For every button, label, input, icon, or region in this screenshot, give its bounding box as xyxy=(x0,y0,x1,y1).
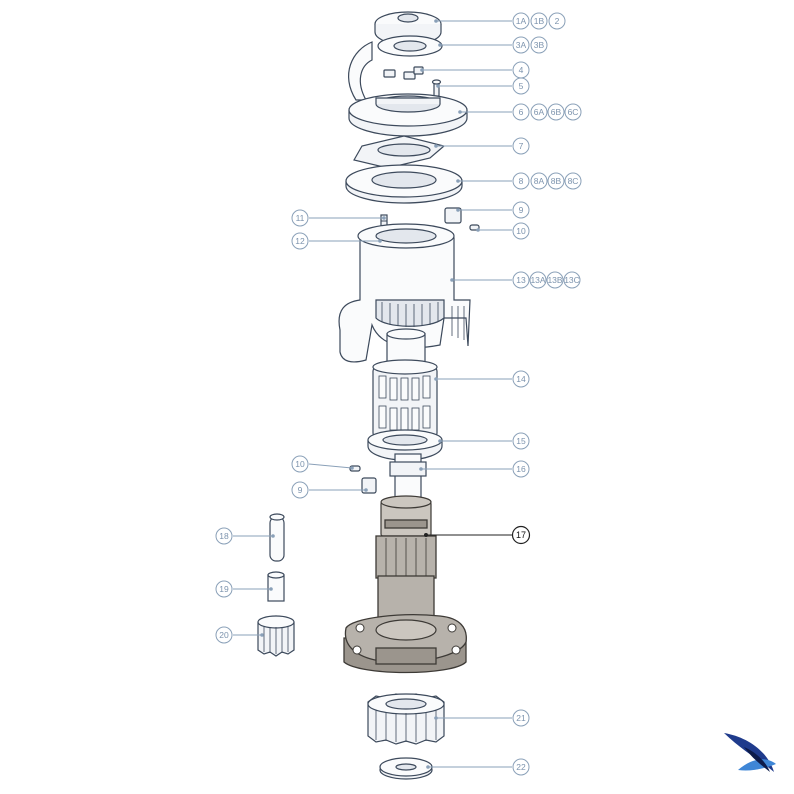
callout-3b[interactable]: 3B xyxy=(530,36,548,54)
sail-logo-icon xyxy=(724,733,776,772)
callout-6c[interactable]: 6C xyxy=(564,103,582,121)
callout-1a[interactable]: 1A xyxy=(512,12,530,30)
callout-5[interactable]: 5 xyxy=(512,77,530,95)
callout-9-top[interactable]: 9 xyxy=(512,201,530,219)
svg-text:22: 22 xyxy=(516,762,526,772)
callout-16[interactable]: 16 xyxy=(512,460,530,478)
svg-text:18: 18 xyxy=(219,531,229,541)
callouts: 1A 1B 2 3A 3B 4 5 6 6A 6B 6C 7 8 8A 8B 8… xyxy=(215,12,582,776)
svg-text:4: 4 xyxy=(519,65,524,75)
svg-text:13A: 13A xyxy=(530,275,545,285)
svg-text:9: 9 xyxy=(298,485,303,495)
pin-5 xyxy=(431,79,442,97)
callout-2[interactable]: 2 xyxy=(548,12,566,30)
svg-text:3A: 3A xyxy=(516,40,527,50)
washer-8 xyxy=(345,164,463,204)
svg-text:1A: 1A xyxy=(516,16,527,26)
callout-15[interactable]: 15 xyxy=(512,432,530,450)
svg-text:6A: 6A xyxy=(534,107,545,117)
callout-8a[interactable]: 8A xyxy=(530,172,548,190)
roller-bearing-14 xyxy=(372,328,438,438)
svg-text:16: 16 xyxy=(516,464,526,474)
svg-text:8B: 8B xyxy=(551,176,562,186)
callout-6[interactable]: 6 xyxy=(512,103,530,121)
svg-text:17: 17 xyxy=(516,530,526,540)
svg-text:6C: 6C xyxy=(568,107,579,117)
drum-top-cap xyxy=(347,11,442,101)
callout-22[interactable]: 22 xyxy=(512,758,530,776)
centre-stem-17 xyxy=(343,495,467,674)
callout-3a[interactable]: 3A xyxy=(512,36,530,54)
callout-10-lower[interactable]: 10 xyxy=(291,455,309,473)
callout-12[interactable]: 12 xyxy=(291,232,309,250)
svg-text:15: 15 xyxy=(516,436,526,446)
spring-plate-7 xyxy=(353,135,446,169)
svg-text:6B: 6B xyxy=(551,107,562,117)
callout-13[interactable]: 13 xyxy=(512,271,530,289)
pawls-4 xyxy=(383,66,424,80)
svg-text:13: 13 xyxy=(516,275,526,285)
drum-ring-6 xyxy=(348,93,468,137)
callout-17[interactable]: 17 xyxy=(511,525,531,545)
svg-text:7: 7 xyxy=(519,141,524,151)
leader-lines xyxy=(233,20,512,768)
callout-14[interactable]: 14 xyxy=(512,370,530,388)
svg-text:13B: 13B xyxy=(547,275,562,285)
pawl-9-lower xyxy=(361,477,377,494)
callout-11[interactable]: 11 xyxy=(291,209,309,227)
callout-7[interactable]: 7 xyxy=(512,137,530,155)
callout-8b[interactable]: 8B xyxy=(547,172,565,190)
gear-21 xyxy=(367,693,445,745)
callout-10-top[interactable]: 10 xyxy=(512,222,530,240)
locking-ring-3 xyxy=(377,35,443,57)
leader-dots xyxy=(260,19,480,769)
svg-text:12: 12 xyxy=(295,236,305,246)
svg-text:11: 11 xyxy=(296,213,305,223)
callout-6a[interactable]: 6A xyxy=(530,103,548,121)
callout-18[interactable]: 18 xyxy=(215,527,233,545)
svg-text:13C: 13C xyxy=(564,275,580,285)
callout-13a[interactable]: 13A xyxy=(529,271,547,289)
svg-text:10: 10 xyxy=(516,226,526,236)
svg-text:10: 10 xyxy=(295,459,305,469)
washer-22 xyxy=(379,757,433,780)
callout-21[interactable]: 21 xyxy=(512,709,530,727)
svg-text:19: 19 xyxy=(219,584,229,594)
pin-18 xyxy=(269,513,285,562)
callout-8c[interactable]: 8C xyxy=(564,172,582,190)
callout-8[interactable]: 8 xyxy=(512,172,530,190)
svg-text:8A: 8A xyxy=(534,176,545,186)
callout-4[interactable]: 4 xyxy=(512,61,530,79)
svg-text:6: 6 xyxy=(519,107,524,117)
callout-20[interactable]: 20 xyxy=(215,626,233,644)
gear-20 xyxy=(257,615,295,657)
pawl-9-top xyxy=(444,207,462,224)
callout-6b[interactable]: 6B xyxy=(547,103,565,121)
callout-1b[interactable]: 1B xyxy=(530,12,548,30)
svg-text:8C: 8C xyxy=(568,176,579,186)
callout-13c[interactable]: 13C xyxy=(563,271,581,289)
callout-13b[interactable]: 13B xyxy=(546,271,564,289)
callout-19[interactable]: 19 xyxy=(215,580,233,598)
svg-text:9: 9 xyxy=(519,205,524,215)
svg-text:8: 8 xyxy=(519,176,524,186)
svg-text:3B: 3B xyxy=(534,40,545,50)
svg-text:5: 5 xyxy=(519,81,524,91)
svg-text:14: 14 xyxy=(516,374,526,384)
callout-9-lower[interactable]: 9 xyxy=(291,481,309,499)
bush-19 xyxy=(267,571,285,602)
housing-13 xyxy=(338,223,471,363)
shaft-16 xyxy=(389,453,427,499)
svg-text:20: 20 xyxy=(219,630,229,640)
svg-text:1B: 1B xyxy=(534,16,545,26)
svg-text:21: 21 xyxy=(516,713,526,723)
svg-text:2: 2 xyxy=(555,16,560,26)
